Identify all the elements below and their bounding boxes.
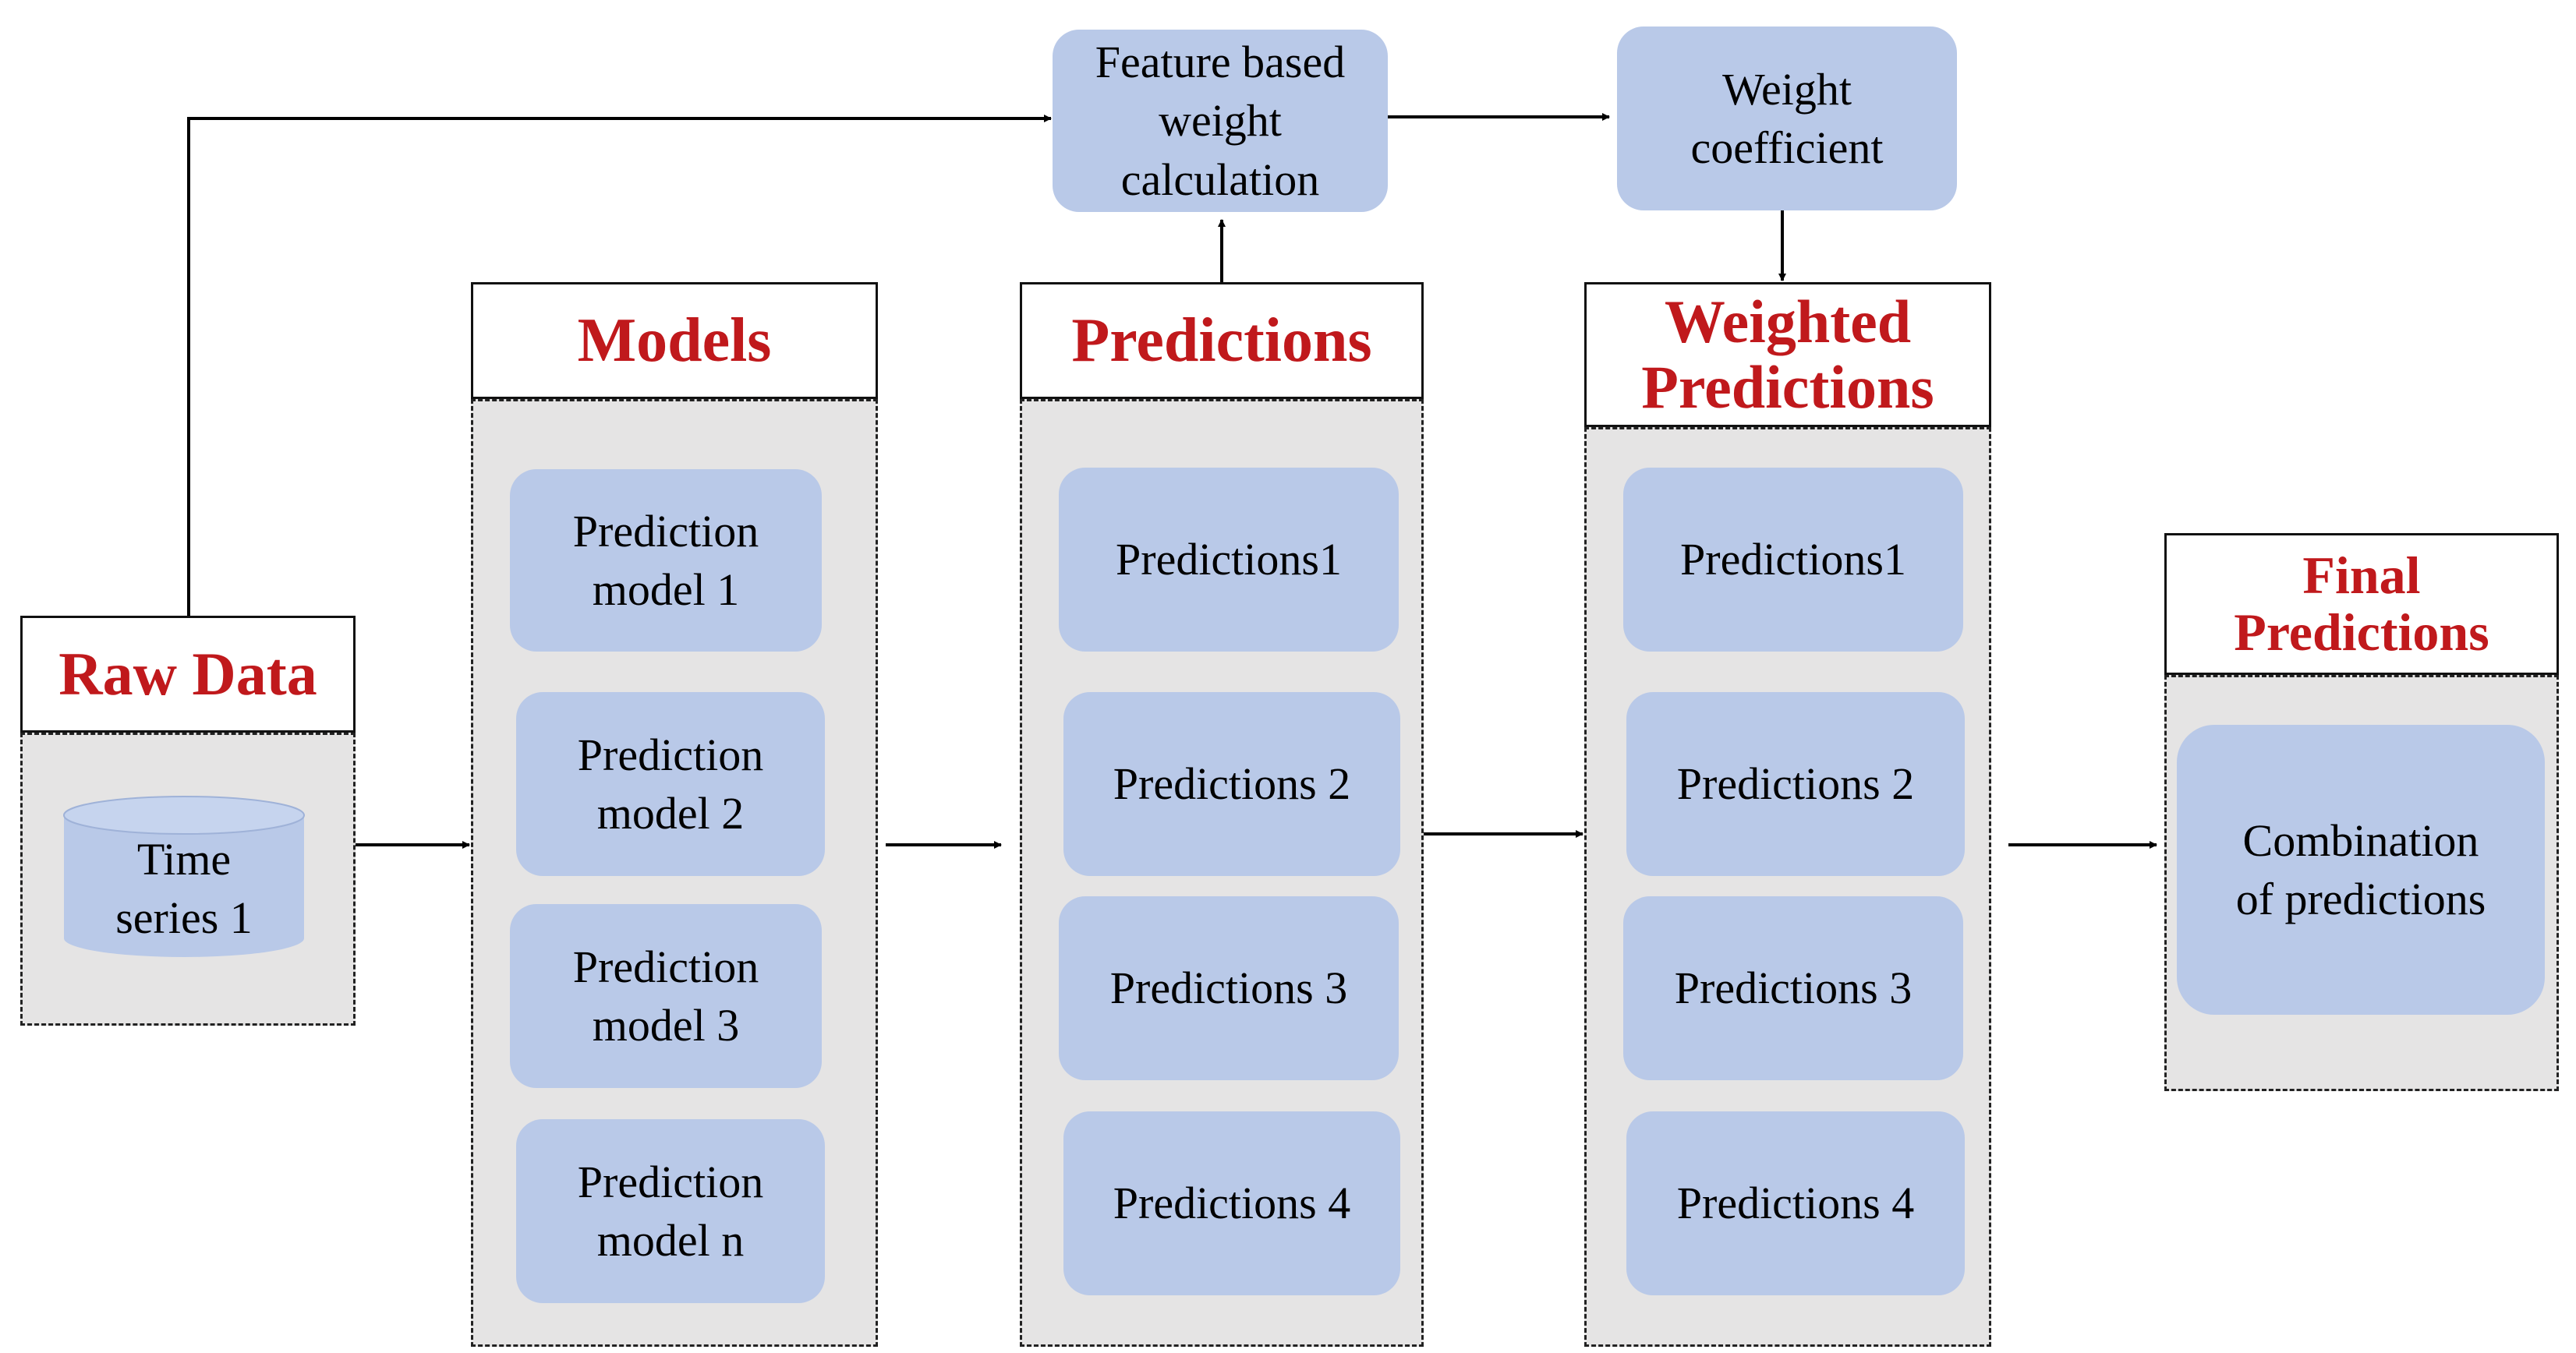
model-label-3: Prediction model 3: [572, 941, 759, 1051]
weight-coefficient-node: Weight coefficient: [1617, 26, 1957, 210]
time-series-text: Time series 1: [115, 833, 253, 943]
prediction-node-2: Predictions 2: [1063, 692, 1400, 876]
raw-data-title: Raw Data: [58, 639, 317, 708]
model-label-n: Prediction model n: [577, 1156, 764, 1266]
raw-data-header: Raw Data: [20, 616, 356, 733]
time-series-label: Time series 1: [62, 818, 306, 959]
models-header: Models: [471, 282, 878, 399]
prediction-node-3: Predictions 3: [1059, 896, 1399, 1080]
prediction-label-4: Predictions 4: [1113, 1178, 1351, 1229]
database-cylinder-icon: [63, 796, 305, 957]
arrow-raw-to-feature: [187, 115, 1052, 616]
model-node-n: Prediction model n: [516, 1119, 825, 1303]
weighted-label-4: Predictions 4: [1676, 1178, 1915, 1229]
weighted-label-3: Predictions 3: [1674, 963, 1913, 1014]
predictions-header: Predictions: [1020, 282, 1424, 399]
weighted-node-1: Predictions1: [1623, 468, 1963, 652]
model-label-1: Prediction model 1: [572, 505, 759, 615]
prediction-node-1: Predictions1: [1059, 468, 1399, 652]
weighted-node-4: Predictions 4: [1626, 1111, 1965, 1295]
model-node-2: Prediction model 2: [516, 692, 825, 876]
prediction-label-3: Predictions 3: [1109, 963, 1348, 1014]
model-node-1: Prediction model 1: [510, 469, 822, 652]
weight-coefficient-label: Weight coefficient: [1690, 63, 1884, 173]
prediction-label-2: Predictions 2: [1113, 758, 1351, 810]
model-node-3: Prediction model 3: [510, 904, 822, 1088]
feature-weight-node: Feature based weight calculation: [1053, 30, 1388, 212]
model-label-2: Prediction model 2: [577, 729, 764, 839]
combination-label: Combination of predictions: [2235, 814, 2486, 924]
predictions-title: Predictions: [1071, 306, 1372, 375]
weighted-node-2: Predictions 2: [1626, 692, 1965, 876]
models-title: Models: [577, 306, 772, 375]
weighted-label-2: Predictions 2: [1676, 758, 1915, 810]
weighted-predictions-header: Weighted Predictions: [1584, 282, 1991, 427]
final-predictions-title: Final Predictions: [2234, 545, 2489, 662]
combination-node: Combination of predictions: [2177, 725, 2545, 1015]
feature-weight-label: Feature based weight calculation: [1095, 36, 1346, 205]
final-predictions-header: Final Predictions: [2164, 533, 2559, 675]
weighted-node-3: Predictions 3: [1623, 896, 1963, 1080]
prediction-label-1: Predictions1: [1116, 534, 1342, 585]
weighted-predictions-title: Weighted Predictions: [1641, 287, 1934, 421]
prediction-node-4: Predictions 4: [1063, 1111, 1400, 1295]
weighted-label-1: Predictions1: [1680, 534, 1906, 585]
